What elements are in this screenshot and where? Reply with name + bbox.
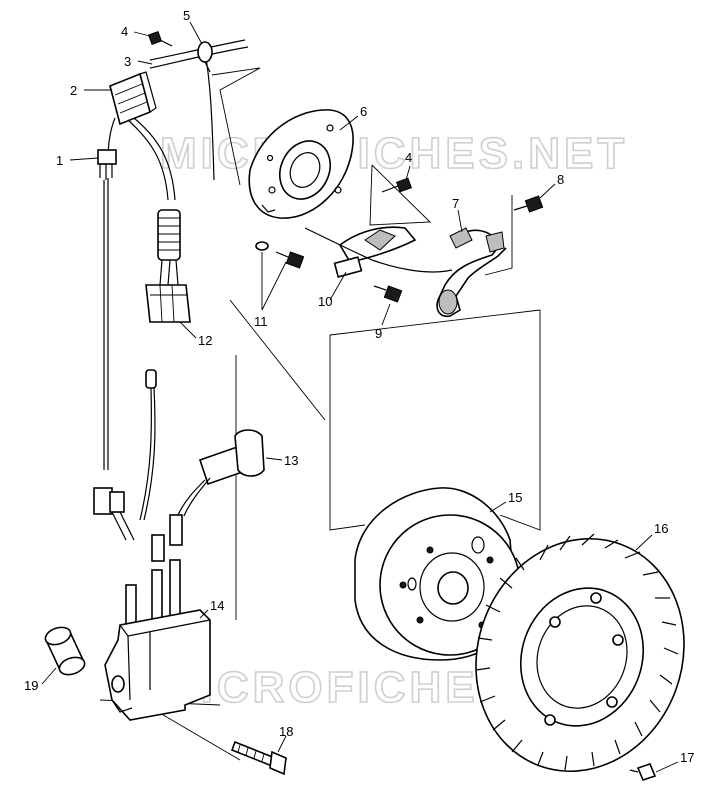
screw-part-9 — [373, 285, 403, 303]
callout-10: 10 — [318, 294, 332, 309]
watermark-top: MICROFICHES.NET — [160, 129, 628, 178]
callout-9: 9 — [375, 326, 382, 341]
fan-part-16 — [475, 533, 685, 773]
callout-19: 19 — [24, 678, 38, 693]
callout-3: 3 — [124, 54, 131, 69]
callout-labels: 1 2 3 4 5 6 4 7 8 9 10 11 12 13 14 15 16… — [24, 8, 694, 765]
connector-part-1 — [97, 149, 117, 180]
callout-1: 1 — [56, 153, 63, 168]
callout-16: 16 — [654, 521, 668, 536]
callout-5: 5 — [183, 8, 190, 23]
bolt-part-17 — [629, 763, 657, 781]
screw-part-4-mid — [381, 177, 412, 193]
screw-part-4-top — [147, 30, 173, 47]
regulator-part-2 — [109, 71, 157, 126]
lead-connector — [93, 487, 135, 541]
sleeve-part-19 — [44, 626, 86, 676]
callout-14: 14 — [210, 598, 224, 613]
callout-15: 15 — [508, 490, 522, 505]
callout-17: 17 — [680, 750, 694, 765]
callout-2: 2 — [70, 83, 77, 98]
callout-13: 13 — [284, 453, 298, 468]
pickup-coil-part-10 — [304, 226, 453, 278]
bolt-part-18 — [230, 740, 287, 776]
leader-lines — [41, 21, 679, 773]
callout-6: 6 — [360, 104, 367, 119]
callout-18: 18 — [279, 724, 293, 739]
stator-plate-part-6 — [248, 109, 354, 219]
callout-11: 11 — [254, 314, 268, 329]
charging-coil-part-7 — [436, 227, 507, 318]
spark-plug-cap-part-13 — [177, 429, 265, 517]
callout-7: 7 — [452, 196, 459, 211]
washer-screw-part-11 — [255, 241, 305, 269]
callout-4-mid: 4 — [405, 150, 412, 165]
clamp-part-5 — [197, 41, 213, 73]
fan-blades — [475, 533, 679, 771]
wiring-harness — [93, 30, 249, 541]
callout-8: 8 — [557, 172, 564, 187]
wire-tape-wrap — [157, 209, 181, 261]
multi-pin-connector-part-12 — [145, 284, 191, 323]
screw-part-8 — [513, 195, 544, 213]
callout-12: 12 — [198, 333, 212, 348]
ignition-coil-part-14 — [104, 514, 211, 721]
callout-4-top: 4 — [121, 24, 128, 39]
bullet-connector — [139, 369, 157, 521]
